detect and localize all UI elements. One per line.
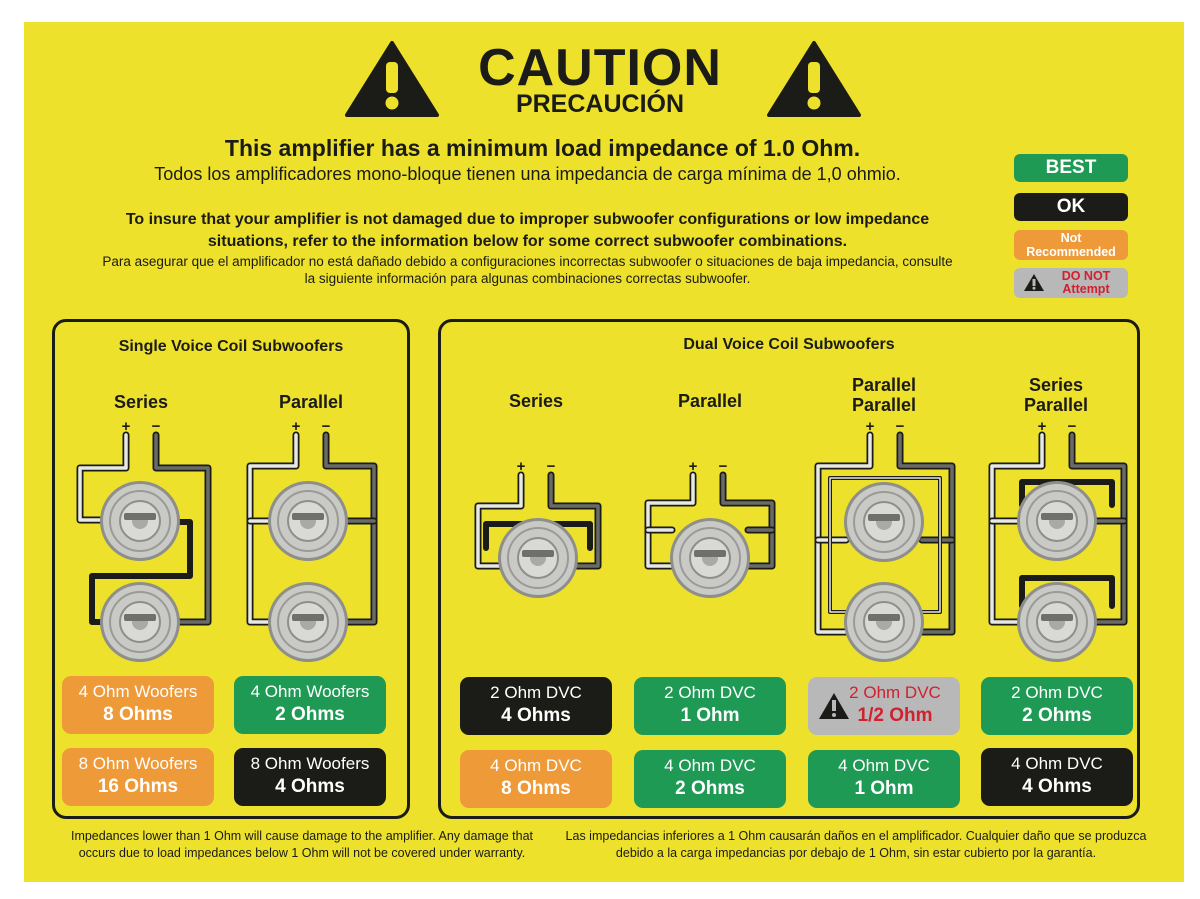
dvc-panel (438, 319, 1140, 819)
speaker-icon (497, 517, 579, 599)
impedance-headline-spanish: Todos los amplificadores mono-bloque tie… (154, 164, 901, 184)
caution-subtitle-spanish: PRECAUCIÓN (515, 90, 685, 118)
legend-best: BEST (1014, 154, 1128, 182)
plus-sign: + (1038, 418, 1047, 435)
caution-sign (24, 22, 1184, 882)
svc-series-label: Series (113, 392, 169, 412)
speaker-icon (99, 581, 181, 663)
minus-sign: − (1068, 418, 1077, 435)
plus-sign: + (292, 418, 301, 435)
minus-sign: − (719, 458, 728, 475)
footer-warranty-english: Impedances lower than 1 Ohm will cause d… (70, 829, 534, 860)
minus-sign: − (896, 418, 905, 435)
speaker-icon (99, 480, 181, 562)
plus-sign: + (689, 458, 698, 475)
impedance-headline: This amplifier has a minimum load impeda… (224, 135, 861, 161)
dvc-parallel-label: Parallel (677, 391, 743, 411)
legend-ok: OK (1014, 193, 1128, 221)
minus-sign: − (152, 418, 161, 435)
footer-warranty-spanish: Las impedancias inferiores a 1 Ohm causa… (565, 829, 1147, 860)
legend-do-not-attempt: DO NOT Attempt (1014, 268, 1128, 298)
warning-triangle-icon-right (767, 41, 861, 117)
svc-panel (52, 319, 410, 819)
warning-triangle-icon-left (345, 41, 439, 117)
instruction-text: To insure that your amplifier is not dam… (125, 211, 930, 250)
svc-title: Single Voice Coil Subwoofers (118, 338, 344, 355)
instruction-text-spanish: Para asegurar que el amplificador no est… (102, 254, 953, 286)
legend-do-not-attempt-label: DO NOT Attempt (1061, 269, 1111, 296)
speaker-icon (267, 581, 349, 663)
speaker-icon (1016, 480, 1098, 562)
speaker-icon (843, 581, 925, 663)
speaker-icon (843, 481, 925, 563)
plus-sign: + (517, 458, 526, 475)
caution-title: CAUTION (478, 39, 722, 97)
warning-triangle-icon (819, 693, 849, 719)
svc-parallel-label: Parallel (278, 392, 344, 412)
speaker-icon (267, 480, 349, 562)
plus-sign: + (122, 418, 131, 435)
warning-triangle-icon-small (1024, 274, 1044, 291)
minus-sign: − (547, 458, 556, 475)
minus-sign: − (322, 418, 331, 435)
speaker-icon (669, 517, 751, 599)
speaker-icon (1016, 581, 1098, 663)
plus-sign: + (866, 418, 875, 435)
dvc-title: Dual Voice Coil Subwoofers (683, 336, 895, 353)
legend-not-recommended: Not Recommended (1014, 230, 1128, 260)
dvc-series-label: Series (508, 391, 564, 411)
